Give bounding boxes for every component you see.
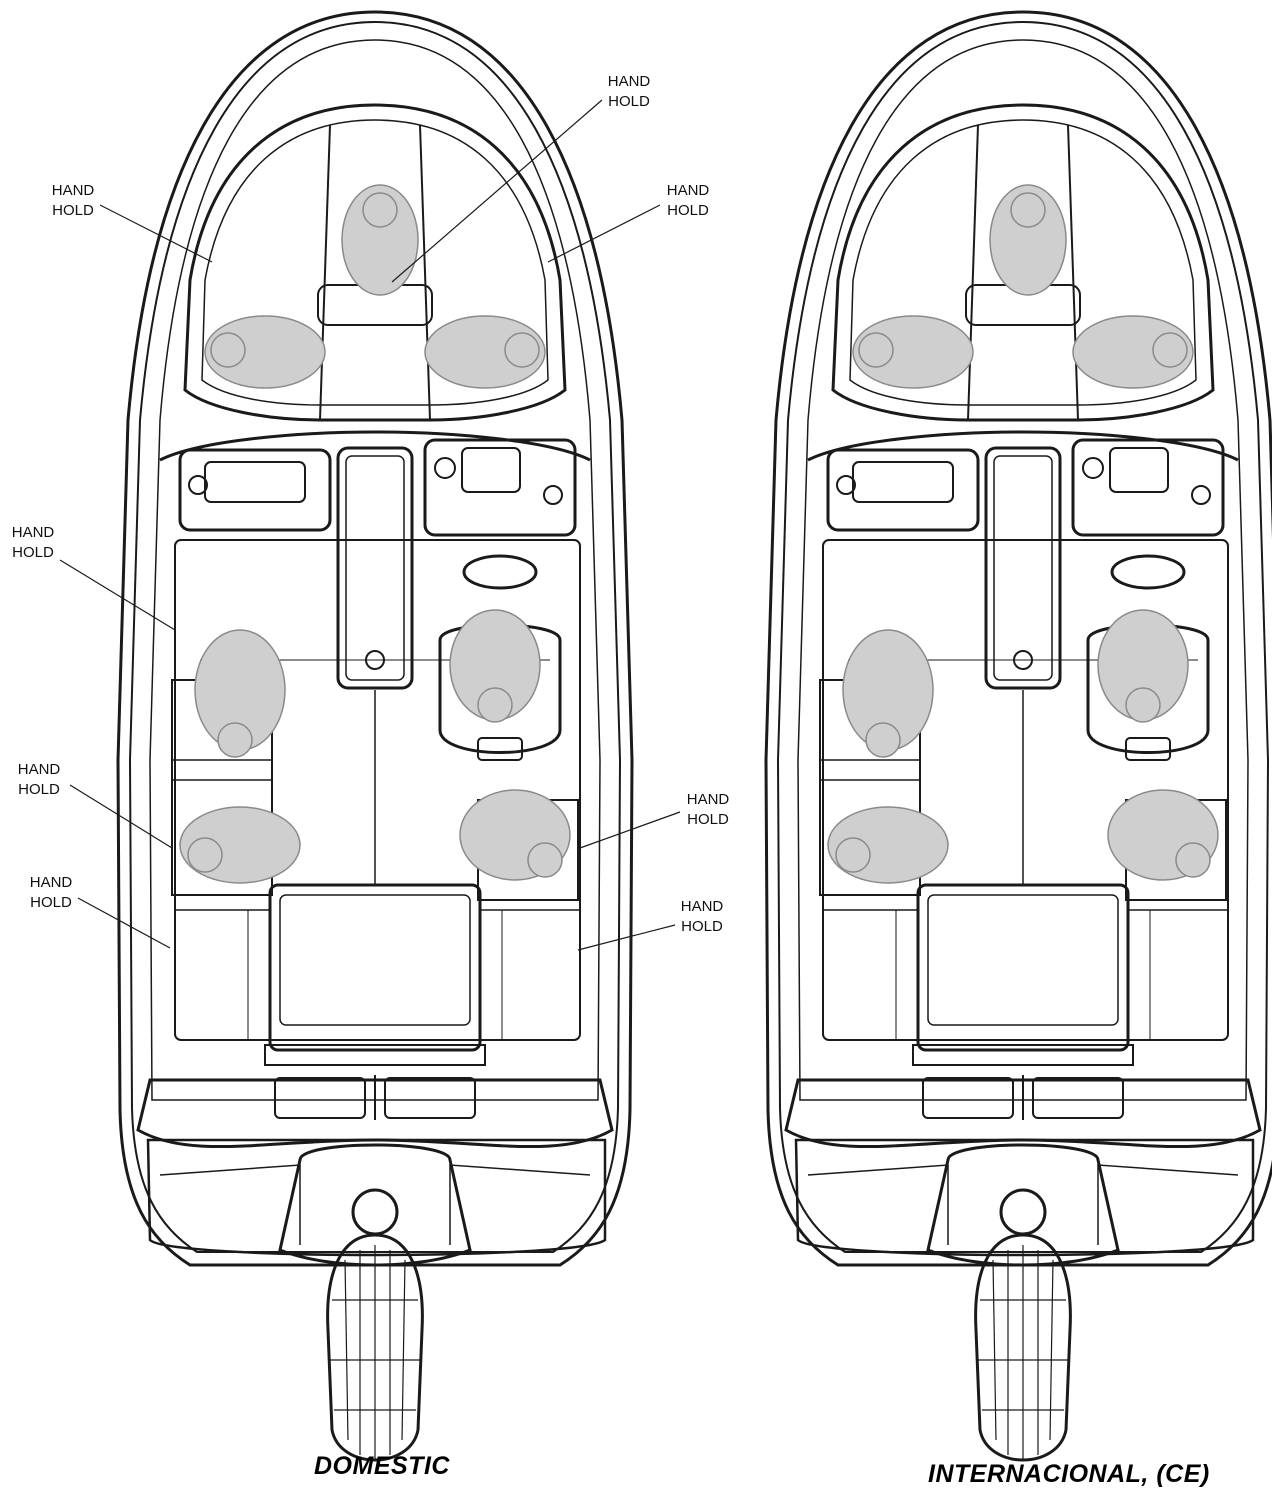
domestic-boat-plan bbox=[116, 10, 634, 1462]
international-boat-plan bbox=[764, 10, 1272, 1462]
international-caption: INTERNACIONAL, (CE) bbox=[928, 1460, 1210, 1488]
callout-leaders bbox=[59, 99, 681, 951]
domestic-caption: DOMESTIC bbox=[314, 1452, 450, 1480]
